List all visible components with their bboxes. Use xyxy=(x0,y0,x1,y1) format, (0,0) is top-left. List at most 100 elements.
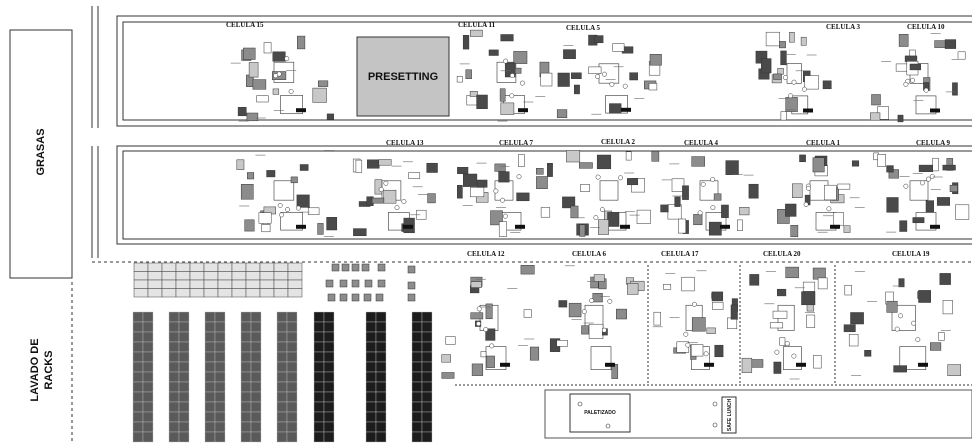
rack-slot xyxy=(204,331,216,343)
rack-slot xyxy=(178,381,190,393)
machine-box xyxy=(932,157,939,172)
rack-slot xyxy=(287,271,303,281)
machine-box xyxy=(547,163,553,177)
machine-box xyxy=(470,187,485,198)
machine-box xyxy=(556,340,568,347)
machine-box xyxy=(691,317,706,332)
rack-slot xyxy=(214,411,226,423)
machine-box xyxy=(588,323,604,339)
operator-position xyxy=(826,206,832,212)
bin xyxy=(351,293,360,302)
machine-box xyxy=(427,193,436,204)
rack-slot xyxy=(168,381,180,393)
rack-slot xyxy=(132,381,144,393)
machine-box xyxy=(780,50,787,66)
operator-position xyxy=(710,176,716,182)
rack-slot xyxy=(411,311,423,323)
accent-marker xyxy=(403,224,413,229)
cell-machine-group xyxy=(741,266,828,380)
operator-position xyxy=(279,212,285,218)
rack-slot xyxy=(287,262,303,272)
machine-box xyxy=(851,160,860,167)
operator-position xyxy=(502,213,508,219)
rack-slot xyxy=(142,331,154,343)
rack-slot xyxy=(375,371,387,383)
rack-slot xyxy=(214,381,226,393)
rack-slot xyxy=(365,351,377,363)
operator-position xyxy=(791,79,797,85)
machine-box xyxy=(909,63,921,71)
rack-slot xyxy=(313,371,325,383)
rack-slot xyxy=(276,311,288,323)
rack-slot xyxy=(178,331,190,343)
operator-position xyxy=(394,205,400,211)
rack-slot xyxy=(204,391,216,403)
safe-lunch-area xyxy=(721,396,737,434)
rack-slot xyxy=(142,371,154,383)
accent-marker xyxy=(918,362,928,367)
machine-box xyxy=(470,312,484,320)
rack-slot xyxy=(203,288,219,298)
light-rack-grid xyxy=(133,262,303,298)
lunch-area-outline xyxy=(544,389,972,439)
machine-box xyxy=(580,184,590,192)
rack-slot xyxy=(323,341,335,353)
machine-box xyxy=(296,194,310,208)
rack-slot xyxy=(313,421,325,433)
operator-position xyxy=(476,321,481,327)
machine-box xyxy=(612,43,625,52)
machine-box xyxy=(864,350,872,357)
rack-slot xyxy=(323,371,335,383)
machine-box xyxy=(297,35,306,50)
machine-box xyxy=(485,303,493,320)
rack-slot xyxy=(250,351,262,363)
operator-position xyxy=(509,73,515,79)
machine-box xyxy=(273,180,295,201)
machine-box xyxy=(571,72,582,79)
rack-slot xyxy=(250,421,262,433)
operator-position xyxy=(595,174,601,180)
bin xyxy=(377,263,386,272)
rack-slot xyxy=(286,411,298,423)
machine-box xyxy=(566,150,581,163)
machine-box xyxy=(844,285,852,296)
rack-slot xyxy=(365,371,377,383)
machine-box xyxy=(636,209,651,224)
machine-box xyxy=(800,36,807,46)
machine-box xyxy=(779,41,786,49)
machine-box xyxy=(470,29,483,37)
corridor-lines xyxy=(91,6,972,263)
machine-box xyxy=(678,218,687,234)
rack-slot xyxy=(142,391,154,403)
machine-box xyxy=(812,267,826,280)
accent-marker xyxy=(620,224,630,229)
machine-box xyxy=(627,178,639,186)
machine-box xyxy=(374,179,383,195)
machine-box xyxy=(574,84,580,95)
rack-slot xyxy=(365,341,377,353)
rack-slot xyxy=(286,331,298,343)
cell-machine-group xyxy=(873,152,970,233)
rack-slot xyxy=(214,351,226,363)
machine-box xyxy=(318,80,329,87)
rack-slot xyxy=(411,331,423,343)
rack-slot xyxy=(168,371,180,383)
rack-slot xyxy=(276,331,288,343)
bin xyxy=(407,281,416,290)
rack-slot xyxy=(276,431,288,443)
rack-slot xyxy=(323,421,335,433)
machine-box xyxy=(888,169,899,179)
machine-box xyxy=(290,176,298,184)
rack-slot xyxy=(259,279,275,289)
rack-slot xyxy=(365,391,377,403)
rack-slot xyxy=(175,271,191,281)
rack-slot xyxy=(259,271,275,281)
machine-box xyxy=(886,300,898,313)
cell-machine-group xyxy=(230,35,334,122)
rack-slot xyxy=(240,421,252,433)
accent-marker xyxy=(621,107,631,112)
machine-box xyxy=(326,113,334,120)
rack-slot xyxy=(286,431,298,443)
rack-slot xyxy=(240,311,252,323)
operator-position xyxy=(285,207,290,212)
